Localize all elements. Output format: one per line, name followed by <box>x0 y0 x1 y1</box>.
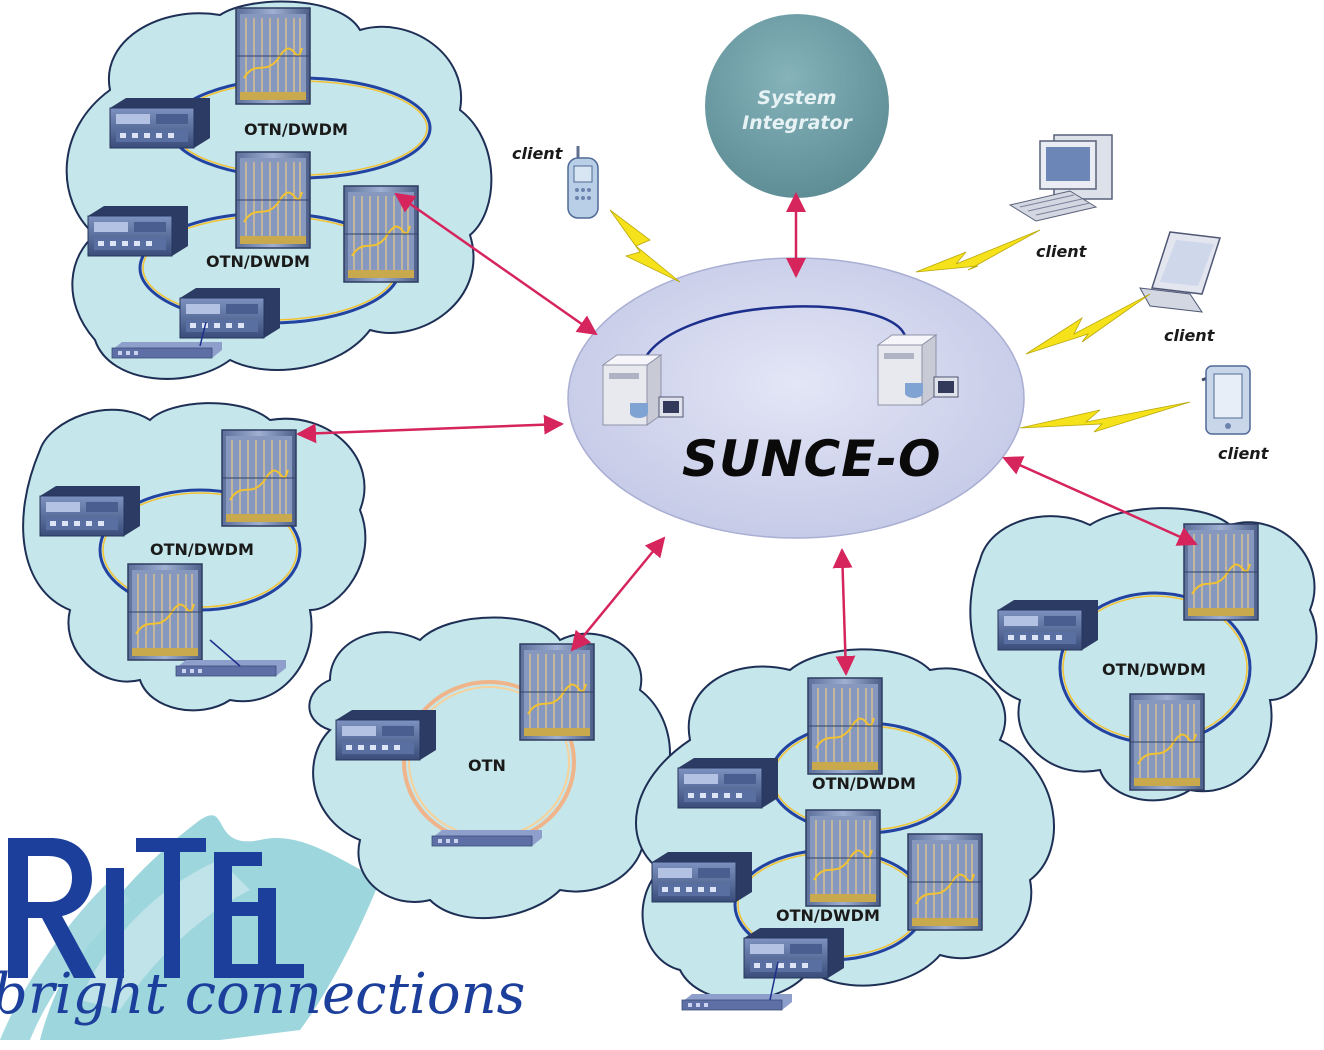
logo-tagline: bright connections <box>0 962 526 1027</box>
wireless-link-icons <box>609 209 1191 433</box>
network-label: OTN/DWDM <box>244 120 348 139</box>
client-label: client <box>1164 326 1215 345</box>
network-label: OTN/DWDM <box>812 774 916 793</box>
network-label: OTN/DWDM <box>150 540 254 559</box>
logo-wordmark <box>8 838 304 978</box>
server-right-icon <box>876 334 959 406</box>
integrator-line-2: Integrator <box>742 112 852 134</box>
hub-title: SUNCE-O <box>682 430 942 488</box>
hub-link <box>638 305 907 371</box>
desktop-computer-icon <box>1008 134 1113 222</box>
pda-icon <box>1201 365 1251 435</box>
links <box>296 192 1198 676</box>
network-label: OTN <box>468 756 506 775</box>
network-label: OTN/DWDM <box>206 252 310 271</box>
network-label: OTN/DWDM <box>776 906 880 925</box>
mobile-phone-icon <box>567 146 599 219</box>
network-label: OTN/DWDM <box>1102 660 1206 679</box>
system-integrator-label: System Integrator <box>707 86 887 136</box>
system-integrator-node <box>705 14 889 198</box>
client-label: client <box>1036 242 1087 261</box>
client-label: client <box>512 144 563 163</box>
equipment <box>39 7 1259 1011</box>
integrator-line-1: System <box>757 87 837 109</box>
client-label: client <box>1218 444 1269 463</box>
server-left-icon <box>601 354 684 426</box>
laptop-icon <box>1139 231 1221 313</box>
